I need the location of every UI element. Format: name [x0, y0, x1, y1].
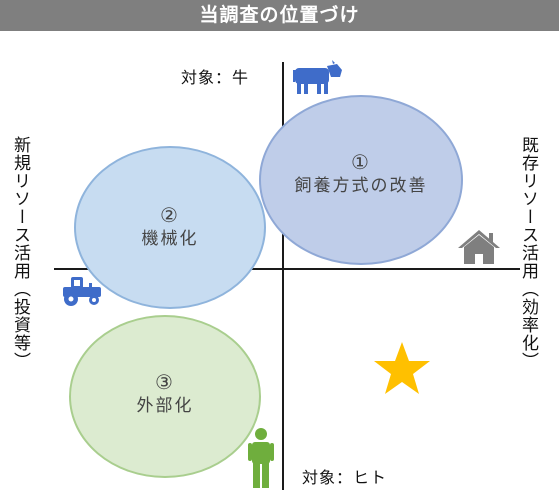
- horizontal-axis: [54, 268, 520, 270]
- axis-label-left: 新規リソース活用（投資等）: [10, 136, 30, 370]
- ellipse-number-2: ②: [160, 203, 180, 227]
- axis-label-top: 対象：牛: [181, 68, 250, 87]
- ellipse-outsourcing: [69, 315, 261, 478]
- star-icon: [374, 342, 430, 394]
- person-icon: [248, 428, 274, 488]
- house-icon: [458, 230, 500, 264]
- ellipse-text-1: 飼養方式の改善: [294, 176, 428, 196]
- page-title: 当調査の位置づけ: [0, 0, 559, 31]
- ellipse-text-2: 機械化: [141, 229, 199, 249]
- cow-icon: [293, 60, 342, 94]
- ellipse-label-2: ② 機械化: [74, 203, 266, 251]
- ellipse-label-1: ① 飼養方式の改善: [259, 150, 463, 198]
- axis-label-bottom: 対象：ヒト: [302, 468, 388, 487]
- ellipse-feeding-improvement: [259, 95, 463, 265]
- ellipse-number-1: ①: [351, 150, 371, 174]
- ellipse-number-3: ③: [155, 370, 175, 394]
- ellipse-mechanization: [74, 146, 266, 309]
- ellipse-text-3: 外部化: [136, 396, 194, 416]
- ellipse-label-3: ③ 外部化: [69, 370, 261, 418]
- axis-label-right: 既存リソース活用（効率化）: [518, 136, 538, 370]
- vertical-axis: [282, 62, 284, 490]
- tractor-icon: [63, 277, 101, 306]
